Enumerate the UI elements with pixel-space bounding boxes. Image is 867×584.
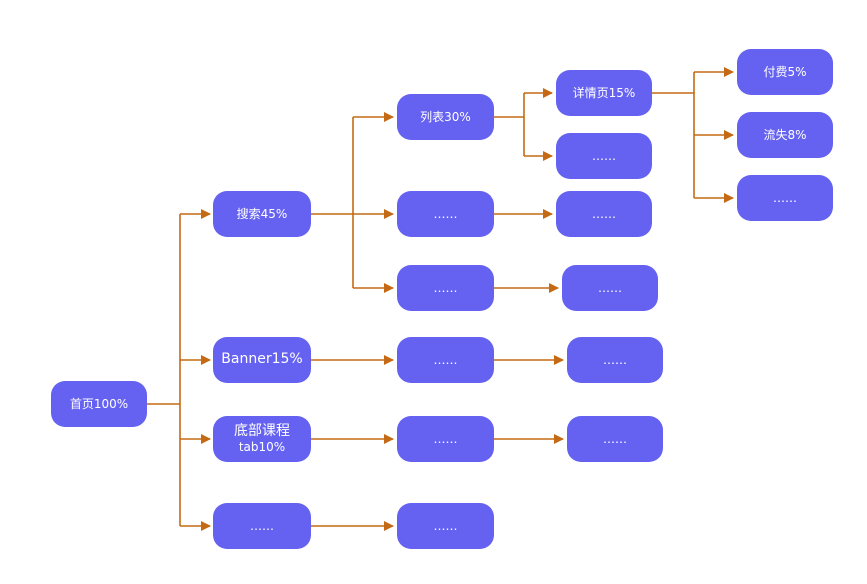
node-search-more-1-next[interactable]: …… (556, 191, 652, 237)
node-search-more-2-next-label: …… (598, 280, 622, 295)
node-pay-label: 付费5% (763, 64, 807, 79)
node-search-more-2[interactable]: …… (397, 265, 494, 311)
node-banner-next[interactable]: …… (397, 337, 494, 383)
node-home[interactable]: 首页100% (51, 381, 147, 427)
node-list-more-label: …… (592, 148, 616, 163)
node-bottom-tab-line2: tab10% (238, 440, 286, 455)
node-level1-more[interactable]: …… (213, 503, 311, 549)
node-banner[interactable]: Banner15% (213, 337, 311, 383)
node-list[interactable]: 列表30% (397, 94, 494, 140)
node-level1-more-label: …… (250, 518, 274, 533)
node-churn[interactable]: 流失8% (737, 112, 833, 158)
node-bottom-next[interactable]: …… (397, 416, 494, 462)
node-banner-label: Banner15% (221, 351, 303, 368)
node-level1-more-next-label: …… (433, 518, 458, 533)
node-banner-next-label: …… (433, 352, 458, 367)
node-search-more-2-label: …… (433, 280, 458, 295)
node-search[interactable]: 搜索45% (213, 191, 311, 237)
node-banner-next-next[interactable]: …… (567, 337, 663, 383)
node-detail-more-label: …… (773, 190, 797, 205)
node-churn-label: 流失8% (763, 127, 807, 142)
node-bottom-tab-line1: 底部课程 (234, 422, 290, 439)
node-home-label: 首页100% (69, 396, 129, 411)
node-search-more-2-next[interactable]: …… (562, 265, 658, 311)
node-bottom-next-next-label: …… (603, 431, 627, 446)
node-search-more-1-label: …… (433, 206, 458, 221)
node-bottom-next-label: …… (433, 431, 458, 446)
node-detail-label: 详情页15% (572, 85, 636, 100)
node-search-more-1-next-label: …… (592, 206, 616, 221)
node-search-more-1[interactable]: …… (397, 191, 494, 237)
node-list-more[interactable]: …… (556, 133, 652, 179)
node-banner-next-next-label: …… (603, 352, 627, 367)
node-detail-more[interactable]: …… (737, 175, 833, 221)
node-list-label: 列表30% (420, 109, 471, 124)
node-bottom-tab-text: 底部课程 tab10% (234, 423, 290, 456)
node-detail[interactable]: 详情页15% (556, 70, 652, 116)
node-pay[interactable]: 付费5% (737, 49, 833, 95)
node-bottom-tab[interactable]: 底部课程 tab10% (213, 416, 311, 462)
node-search-label: 搜索45% (236, 206, 288, 221)
node-bottom-next-next[interactable]: …… (567, 416, 663, 462)
node-level1-more-next[interactable]: …… (397, 503, 494, 549)
